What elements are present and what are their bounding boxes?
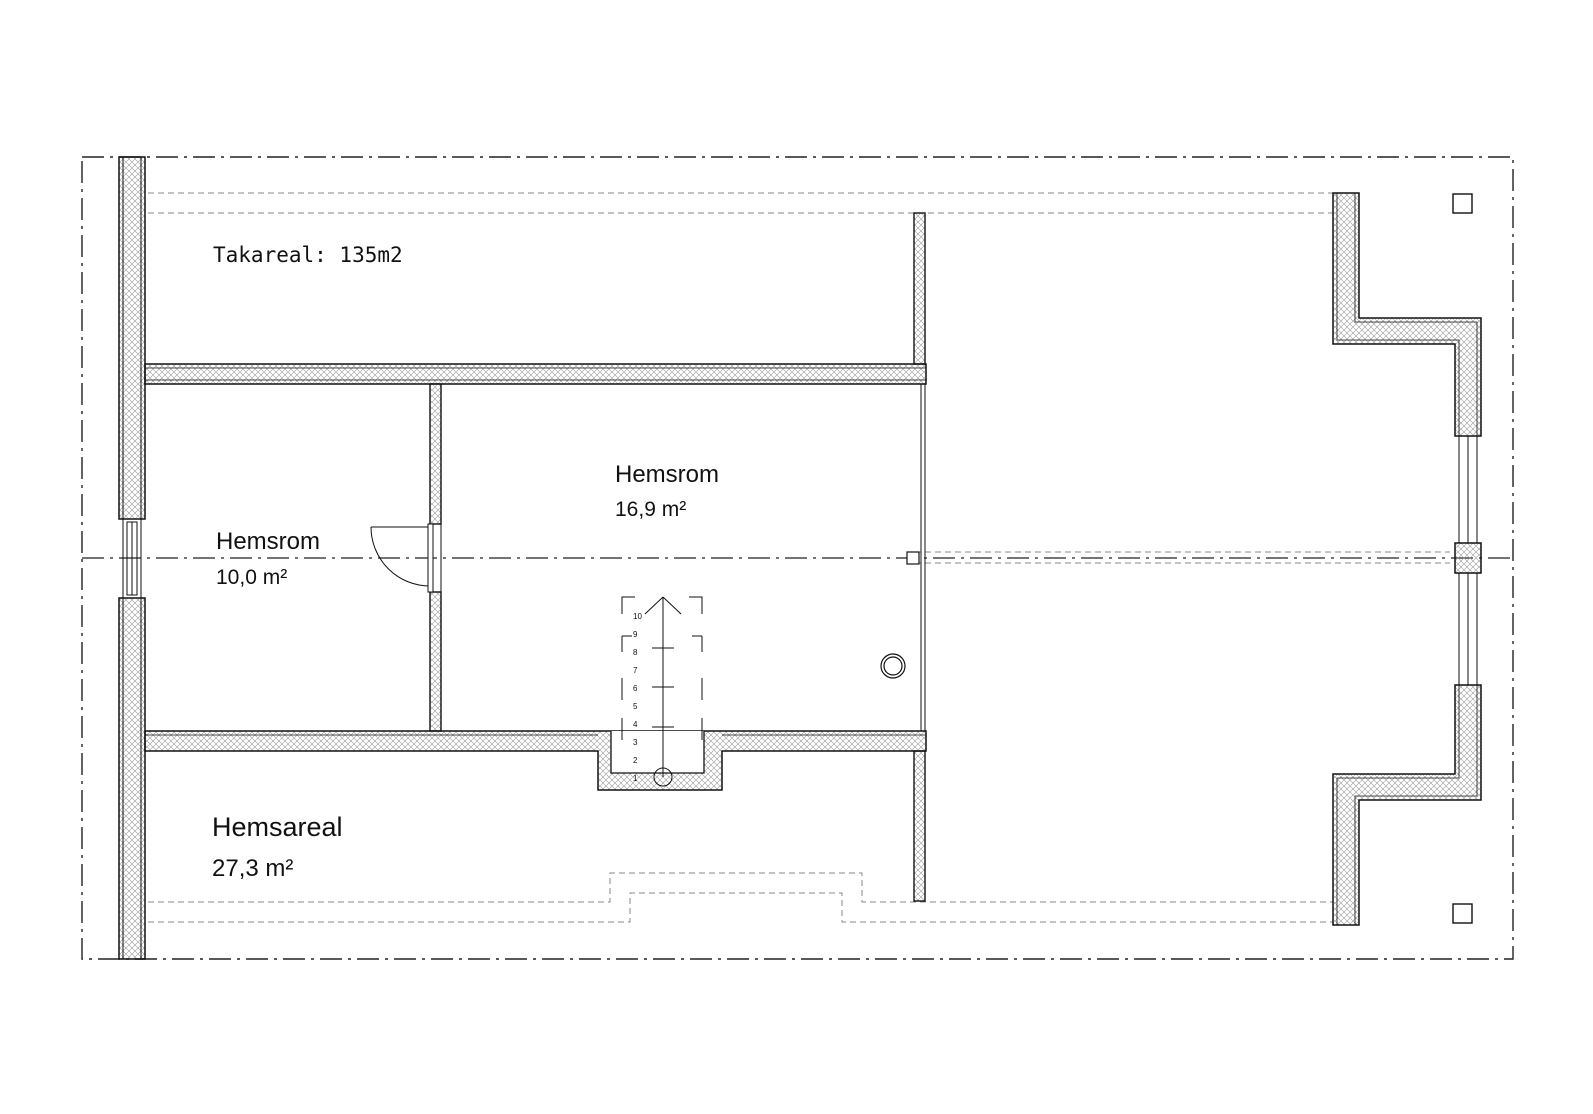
axis-marker (906, 551, 920, 565)
stair-step-8: 8 (633, 648, 638, 657)
stair-step-6: 6 (633, 684, 638, 693)
left-window (122, 518, 142, 599)
stair-step-numbers: 1 2 3 4 5 6 7 8 9 10 (633, 612, 642, 783)
right-windows (1454, 435, 1482, 686)
right-upper-wall (1332, 192, 1482, 437)
stair-step-2: 2 (633, 756, 638, 765)
roof-area-label: Takareal: 135m2 (213, 243, 403, 267)
loft-area-size: 27,3 m² (212, 855, 293, 882)
stair-step-9: 9 (633, 630, 638, 639)
upper-kneewall (144, 363, 927, 385)
stair-step-4: 4 (633, 720, 638, 729)
center-vertical-wall (913, 212, 926, 902)
staircase (621, 596, 703, 787)
flue-icon (880, 653, 906, 679)
corner-post-top (1452, 193, 1473, 214)
stair-step-7: 7 (633, 666, 638, 675)
room-partition (429, 383, 442, 732)
lower-kneewall (144, 730, 927, 791)
room-1-area: 10,0 m² (216, 566, 287, 589)
stair-step-5: 5 (633, 702, 638, 711)
door-swing (370, 523, 434, 593)
stair-step-10: 10 (633, 612, 642, 621)
room-1-name: Hemsrom (216, 528, 320, 555)
corner-post-bottom (1452, 903, 1473, 924)
stair-step-3: 3 (633, 738, 638, 747)
right-lower-wall (1332, 684, 1482, 926)
room-2-name: Hemsrom (615, 461, 719, 488)
roof-outline (81, 156, 1514, 960)
stair-step-1: 1 (633, 774, 638, 783)
eave-lines (148, 192, 1450, 923)
loft-area-name: Hemsareal (212, 812, 343, 842)
room-2-area: 16,9 m² (615, 498, 686, 521)
left-exterior-wall (118, 156, 146, 960)
